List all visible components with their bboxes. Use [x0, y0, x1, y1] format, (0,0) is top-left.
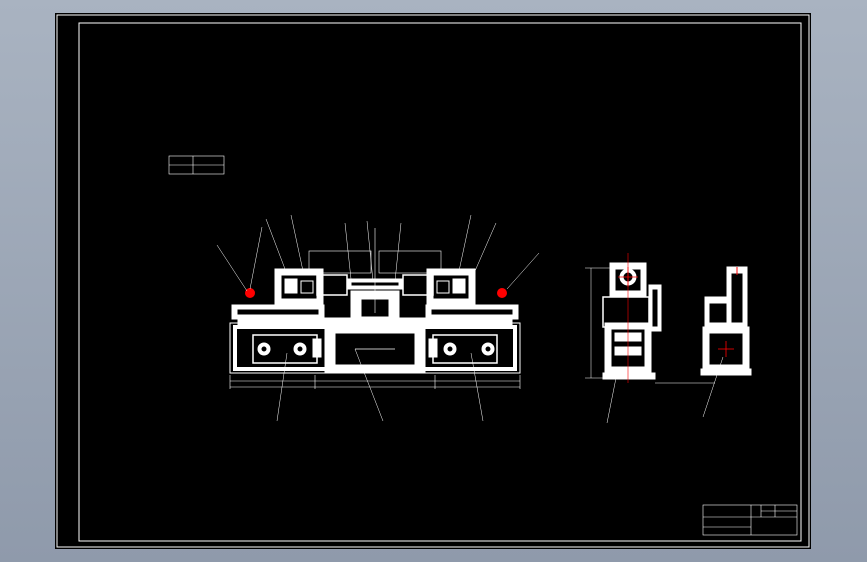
cad-drawing — [56, 14, 810, 548]
drawing-sheet — [55, 13, 811, 549]
front-view — [216, 214, 540, 422]
inner-border — [78, 22, 802, 542]
title-block — [702, 504, 798, 536]
outer-border — [56, 14, 810, 548]
side-view-1 — [585, 253, 715, 424]
legend-table — [168, 155, 225, 175]
side-view-2 — [700, 266, 752, 418]
